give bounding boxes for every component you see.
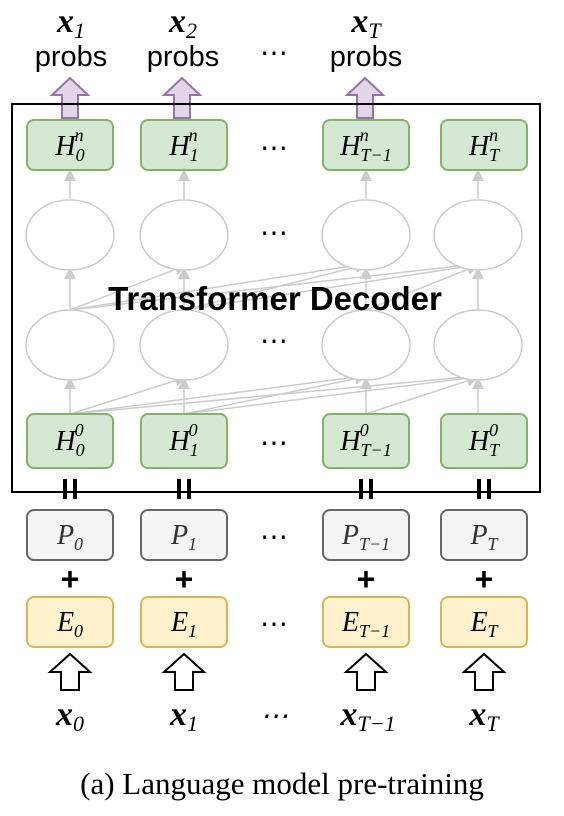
svg-text:E0: E0 bbox=[56, 607, 83, 641]
plus-sign: + bbox=[175, 561, 194, 597]
svg-text:HT−10: HT−10 bbox=[339, 420, 391, 460]
hidden-bottom-T: HT0 bbox=[440, 413, 528, 469]
svg-text:HT−1n: HT−1n bbox=[339, 125, 391, 165]
ellipsis-emb: ⋯ bbox=[260, 609, 288, 640]
input-arrows bbox=[47, 652, 507, 691]
ellipsis-layer-2: ⋯ bbox=[260, 218, 288, 249]
bottom-hidden-states: H00 H10 ⋯ HT−10 HT0 bbox=[26, 413, 528, 469]
input-arrow-icon bbox=[161, 652, 207, 691]
plus-signs: + + + + bbox=[61, 561, 494, 597]
svg-text:PT: PT bbox=[469, 520, 499, 554]
ellipsis-bottom: ⋯ bbox=[260, 428, 288, 459]
layer-node bbox=[25, 199, 115, 271]
output-label-1: probs bbox=[35, 41, 108, 73]
input-token-T: xT bbox=[468, 696, 500, 736]
positional-embeddings: P0 P1 ⋯ PT−1 PT bbox=[26, 509, 528, 561]
svg-text:H1n: H1n bbox=[168, 125, 198, 165]
svg-text:H10: H10 bbox=[168, 420, 198, 460]
pos-1: P1 bbox=[140, 509, 228, 561]
svg-text:HTn: HTn bbox=[468, 125, 501, 165]
svg-text:P0: P0 bbox=[56, 520, 83, 554]
svg-text:HT0: HT0 bbox=[468, 420, 501, 460]
svg-text:P1: P1 bbox=[170, 520, 197, 554]
layer-node bbox=[139, 309, 229, 381]
output-symbol-1: x1 bbox=[56, 3, 85, 43]
input-token-T-minus-1: xT−1 bbox=[339, 696, 395, 736]
layer-node bbox=[25, 309, 115, 381]
output-labels: x1 probs x2 probs ⋯ xT probs bbox=[35, 3, 403, 73]
emb-T-minus-1: ET−1 bbox=[322, 596, 410, 648]
hidden-bottom-1: H10 bbox=[140, 413, 228, 469]
layer-node bbox=[321, 199, 411, 271]
hidden-top-0: H0n bbox=[26, 119, 114, 171]
output-label-2: probs bbox=[147, 41, 220, 73]
output-arrow-icon bbox=[344, 76, 386, 119]
plus-sign: + bbox=[61, 561, 80, 597]
output-arrows bbox=[49, 76, 386, 119]
token-embeddings: E0 E1 ⋯ ET−1 ET bbox=[26, 596, 528, 648]
input-token-1: x1 bbox=[169, 696, 198, 736]
hidden-top-T-minus-1: HT−1n bbox=[322, 119, 410, 171]
hidden-bottom-0: H00 bbox=[26, 413, 114, 469]
input-arrow-icon bbox=[47, 652, 93, 691]
emb-1: E1 bbox=[140, 596, 228, 648]
transformer-decoder-label: Transformer Decoder bbox=[108, 280, 442, 317]
top-hidden-states: H0n H1n ⋯ HT−1n HTn bbox=[26, 119, 528, 171]
figure-caption: (a) Language model pre-training bbox=[80, 766, 484, 801]
emb-T: ET bbox=[440, 596, 528, 648]
layer-node bbox=[321, 309, 411, 381]
pos-T: PT bbox=[440, 509, 528, 561]
plus-sign: + bbox=[357, 561, 376, 597]
pos-T-minus-1: PT−1 bbox=[322, 509, 410, 561]
output-arrow-icon bbox=[161, 76, 203, 119]
decoder-layer-1 bbox=[25, 309, 523, 381]
output-arrow-icon bbox=[49, 76, 91, 119]
output-label-T: probs bbox=[330, 41, 403, 73]
input-arrow-icon bbox=[343, 652, 389, 691]
svg-text:PT−1: PT−1 bbox=[341, 520, 390, 554]
equals-markers bbox=[63, 479, 491, 499]
input-tokens: x0 x1 ⋯ xT−1 xT bbox=[55, 696, 500, 736]
output-symbol-T: xT bbox=[350, 3, 382, 43]
ellipsis-input: ⋯ bbox=[260, 701, 288, 732]
ellipsis-pos: ⋯ bbox=[260, 522, 288, 553]
hidden-bottom-T-minus-1: HT−10 bbox=[322, 413, 410, 469]
input-token-0: x0 bbox=[55, 696, 84, 736]
ellipsis-top: ⋯ bbox=[260, 133, 288, 164]
hidden-top-1: H1n bbox=[140, 119, 228, 171]
hidden-top-T: HTn bbox=[440, 119, 528, 171]
input-arrow-icon bbox=[461, 652, 507, 691]
svg-text:H00: H00 bbox=[54, 420, 84, 460]
attention-connections bbox=[64, 169, 484, 415]
svg-text:E1: E1 bbox=[170, 607, 197, 641]
decoder-layer-2 bbox=[25, 199, 523, 271]
pos-0: P0 bbox=[26, 509, 114, 561]
layer-node bbox=[139, 199, 229, 271]
layer-node bbox=[433, 309, 523, 381]
transformer-decoder-box bbox=[11, 103, 541, 493]
emb-0: E0 bbox=[26, 596, 114, 648]
output-symbol-2: x2 bbox=[168, 3, 197, 43]
svg-text:ET: ET bbox=[469, 607, 499, 641]
layer-node bbox=[433, 199, 523, 271]
ellipsis-layer-1: ⋯ bbox=[260, 326, 288, 357]
output-ellipsis: ⋯ bbox=[260, 38, 288, 69]
svg-text:ET−1: ET−1 bbox=[341, 607, 390, 641]
plus-sign: + bbox=[475, 561, 494, 597]
svg-text:H0n: H0n bbox=[54, 125, 84, 165]
